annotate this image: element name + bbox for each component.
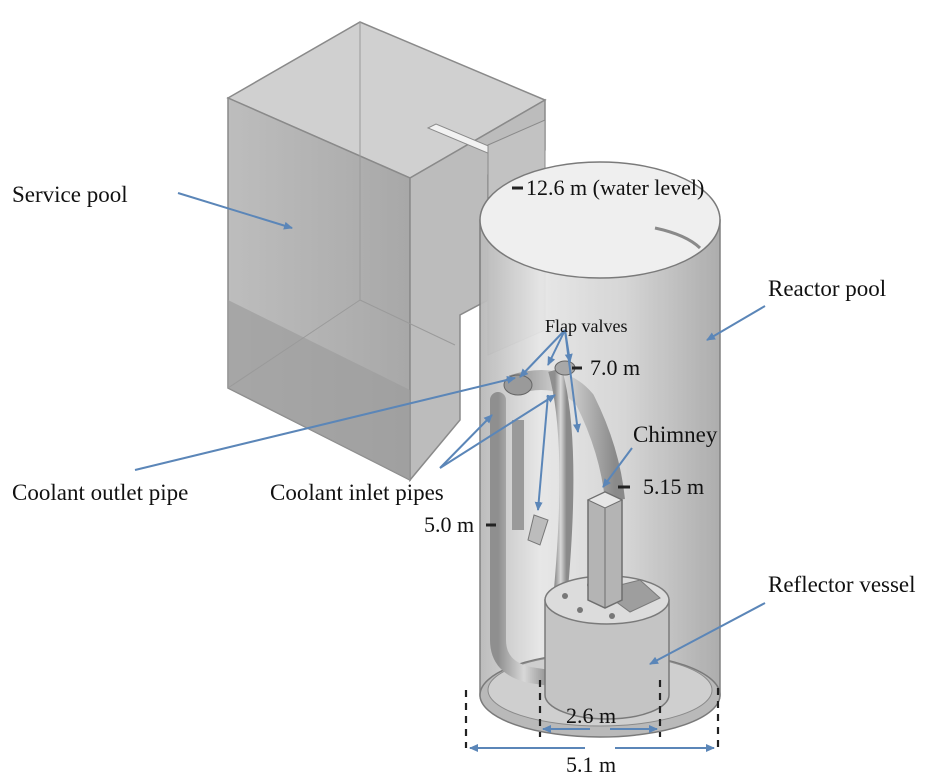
- flap-valves-label: Flap valves: [545, 316, 628, 336]
- height-7-label: 7.0 m: [590, 355, 640, 380]
- flap-valve-arrow-1: [519, 329, 566, 378]
- coolant-inlet-arrow-2: [439, 394, 556, 469]
- chimney-arrow: [602, 447, 633, 488]
- flap-valve-arrow-4: [564, 329, 581, 433]
- water-level-label: 12.6 m (water level): [526, 175, 704, 200]
- chimney-label: Chimney: [633, 422, 718, 447]
- service-pool-arrow: [177, 192, 293, 230]
- reflector-vessel-arrow: [649, 602, 766, 665]
- reactor-pool-arrow: [706, 305, 766, 341]
- coolant-inlet-pipes-label: Coolant inlet pipes: [270, 480, 444, 505]
- coolant-outlet-pipe-label: Coolant outlet pipe: [12, 480, 188, 505]
- coolant-inlet-arrow-1: [439, 414, 493, 469]
- flap-valve-arrow-2: [547, 329, 566, 366]
- reactor-pool-label: Reactor pool: [768, 276, 886, 301]
- height-5-label: 5.0 m: [424, 512, 474, 537]
- dim-51-label: 5.1 m: [566, 752, 616, 777]
- reflector-vessel-label: Reflector vessel: [768, 572, 916, 597]
- coolant-pipes-shape: [490, 360, 625, 686]
- height-515-label: 5.15 m: [643, 474, 704, 499]
- service-pool-label: Service pool: [12, 182, 128, 207]
- flap-valve-arrow-5: [534, 394, 549, 511]
- coolant-outlet-arrow: [134, 375, 516, 471]
- chimney-shape: [586, 491, 624, 609]
- dim-26-label: 2.6 m: [566, 703, 616, 728]
